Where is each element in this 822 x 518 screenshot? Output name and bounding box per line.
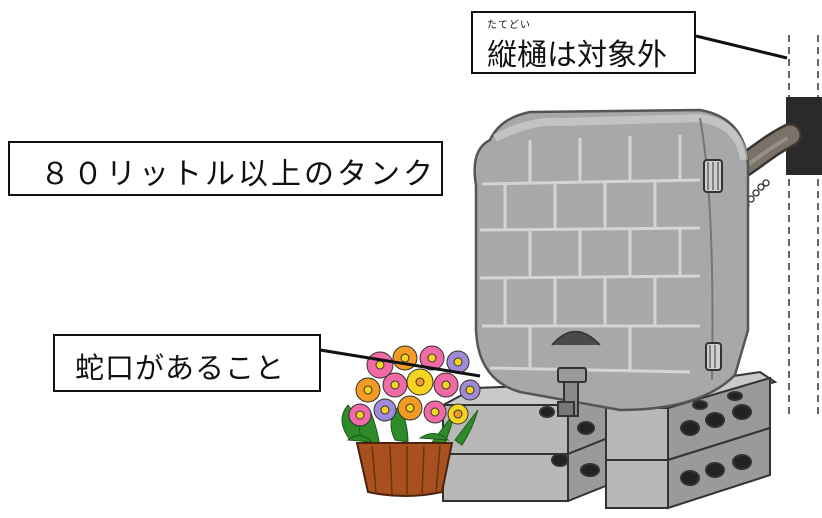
rain-barrel-icon: [473, 108, 750, 412]
downspout-ruby-text: たてどい: [487, 20, 531, 31]
faucet-requirement-text: 蛇口があること: [75, 351, 286, 385]
tank-capacity-label: ８０リットル以上のタンク: [8, 141, 443, 196]
faucet-requirement-label: 蛇口があること: [53, 334, 321, 392]
downspout-excluded-text: 縦樋は対象外: [487, 38, 667, 73]
flower-pot-icon: [341, 345, 481, 497]
tank-capacity-text: ８０リットル以上のタンク: [40, 157, 436, 192]
faucet-callout-line: [319, 348, 481, 378]
downspout-excluded-label: たてどい 縦樋は対象外: [471, 11, 696, 74]
faucet-icon: [557, 367, 587, 417]
downspout-icon: [786, 35, 822, 418]
downspout-callout-line: [695, 34, 788, 60]
